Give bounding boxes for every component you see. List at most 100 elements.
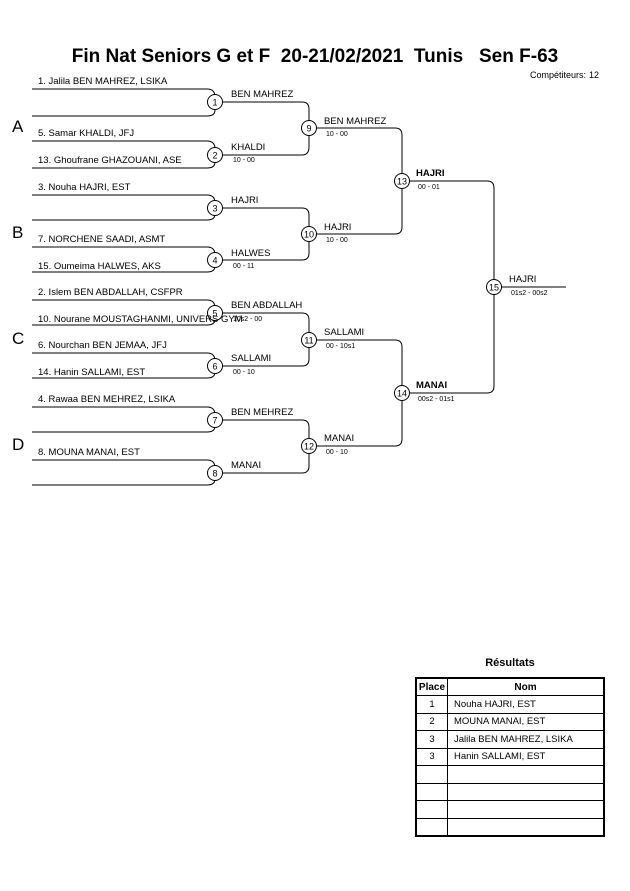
- match-number-14: 14: [397, 388, 407, 398]
- entry-name: 13. Ghoufrane GHAZOUANI, ASE: [38, 155, 182, 166]
- name-cell: Nouha HAJRI, EST: [447, 695, 605, 714]
- match-11-score: 00 - 10s1: [326, 343, 356, 350]
- match-13-winner: HAJRI: [416, 168, 445, 179]
- results-title: Résultats: [485, 657, 535, 669]
- name-cell: Hanin SALLAMI, EST: [447, 747, 605, 766]
- entry-name: 6. Nourchan BEN JEMAA, JFJ: [38, 340, 167, 351]
- match-number-11: 11: [304, 335, 313, 345]
- name-cell: [447, 800, 605, 819]
- table-row: [415, 765, 605, 784]
- connector-r3-2: [309, 339, 403, 447]
- match-12-score: 00 - 10: [326, 449, 348, 456]
- place-cell: 3: [415, 730, 448, 749]
- match-9-winner: BEN MAHREZ: [324, 116, 387, 127]
- entry-name: 3. Nouha HAJRI, EST: [38, 182, 131, 193]
- match-circle-12: 12: [301, 438, 317, 454]
- match-15-score: 01s2 - 00s2: [511, 290, 548, 297]
- match-number-9: 9: [306, 123, 311, 133]
- match-8-winner: MANAI: [231, 460, 262, 471]
- entry-name: 15. Oumeima HALWES, AKS: [38, 261, 161, 272]
- connector-r1-7: [32, 406, 216, 433]
- name-cell: MOUNA MANAI, EST: [447, 712, 605, 731]
- match-number-15: 15: [489, 282, 499, 292]
- table-row: [415, 782, 605, 801]
- match-10-winner: HAJRI: [324, 222, 352, 233]
- match-6-score: 00 - 10: [233, 369, 255, 376]
- match-circle-2: 2: [207, 147, 223, 163]
- connector-r1-8: [32, 459, 216, 486]
- match-number-3: 3: [212, 203, 217, 213]
- match-circle-5: 5: [207, 305, 223, 321]
- pool-label-a: A: [12, 117, 24, 136]
- connector-r1-3: [32, 194, 216, 221]
- match-14-winner: MANAI: [416, 380, 448, 391]
- table-row: [415, 800, 605, 819]
- match-circle-4: 4: [207, 252, 223, 268]
- match-circle-13: 13: [394, 173, 410, 189]
- match-circle-15: 15: [486, 279, 502, 295]
- competitors-label: Compétiteurs:: [529, 70, 586, 80]
- table-row: [415, 817, 605, 837]
- match-number-12: 12: [304, 441, 314, 451]
- name-cell: [447, 817, 605, 837]
- match-4-winner: HALWES: [231, 248, 271, 259]
- match-15-winner: HAJRI: [509, 274, 537, 285]
- match-14-score: 00s2 - 01s1: [418, 396, 455, 403]
- entry-name: 2. Islem BEN ABDALLAH, CSFPR: [38, 287, 183, 298]
- results-header-row: Place Nom: [415, 677, 605, 696]
- entry-name: 5. Samar KHALDI, JFJ: [38, 128, 135, 139]
- connector-r3-1: [309, 127, 403, 235]
- entry-name: 10. Nourane MOUSTAGHANMI, UNIVERS GYM: [38, 314, 243, 325]
- match-1-winner: BEN MAHREZ: [231, 89, 294, 100]
- name-cell: Jalila BEN MAHREZ, LSIKA: [447, 730, 605, 749]
- place-cell: [415, 765, 448, 784]
- match-circle-10: 10: [301, 226, 317, 242]
- entry-name: 8. MOUNA MANAI, EST: [38, 447, 140, 458]
- connector-r2-4: [215, 419, 310, 474]
- pool-label-b: B: [12, 223, 24, 242]
- match-2-winner: KHALDI: [231, 142, 266, 153]
- match-3-winner: HAJRI: [231, 195, 259, 206]
- match-7-winner: BEN MEHREZ: [231, 407, 294, 418]
- match-circle-6: 6: [207, 358, 223, 374]
- match-10-score: 10 - 00: [326, 237, 348, 244]
- entry-name: 4. Rawaa BEN MEHREZ, LSIKA: [38, 394, 176, 405]
- match-5-winner: BEN ABDALLAH: [231, 300, 303, 311]
- match-circle-1: 1: [207, 94, 223, 110]
- match-4-score: 00 - 11: [233, 263, 255, 270]
- pool-label-d: D: [12, 435, 25, 454]
- match-circle-7: 7: [207, 412, 223, 428]
- place-cell: [415, 800, 448, 819]
- connector-r1-1: [32, 88, 216, 117]
- name-cell: [447, 765, 605, 784]
- match-number-4: 4: [212, 255, 217, 265]
- match-circle-11: 11: [301, 332, 317, 348]
- place-cell: 3: [415, 747, 448, 766]
- match-11-winner: SALLAMI: [324, 327, 365, 338]
- match-number-8: 8: [212, 468, 217, 478]
- match-circle-9: 9: [301, 120, 317, 136]
- match-2-score: 10 - 00: [233, 157, 255, 164]
- pool-label-c: C: [12, 329, 25, 348]
- match-number-10: 10: [304, 229, 314, 239]
- match-6-winner: SALLAMI: [231, 353, 272, 364]
- match-number-5: 5: [212, 308, 217, 318]
- col-name-header: Nom: [447, 677, 605, 696]
- place-cell: [415, 782, 448, 801]
- entry-name: 7. NORCHENE SAADI, ASMT: [38, 234, 166, 245]
- match-9-score: 10 - 00: [326, 131, 348, 138]
- match-circle-8: 8: [207, 465, 223, 481]
- name-cell: [447, 782, 605, 801]
- match-5-score: 10s2 - 00: [233, 316, 263, 323]
- match-number-6: 6: [212, 361, 217, 371]
- connector-sf: [402, 180, 495, 394]
- entry-name: 14. Hanin SALLAMI, EST: [38, 367, 146, 378]
- match-number-1: 1: [212, 97, 217, 107]
- place-cell: 1: [415, 695, 448, 714]
- match-circle-14: 14: [394, 385, 410, 401]
